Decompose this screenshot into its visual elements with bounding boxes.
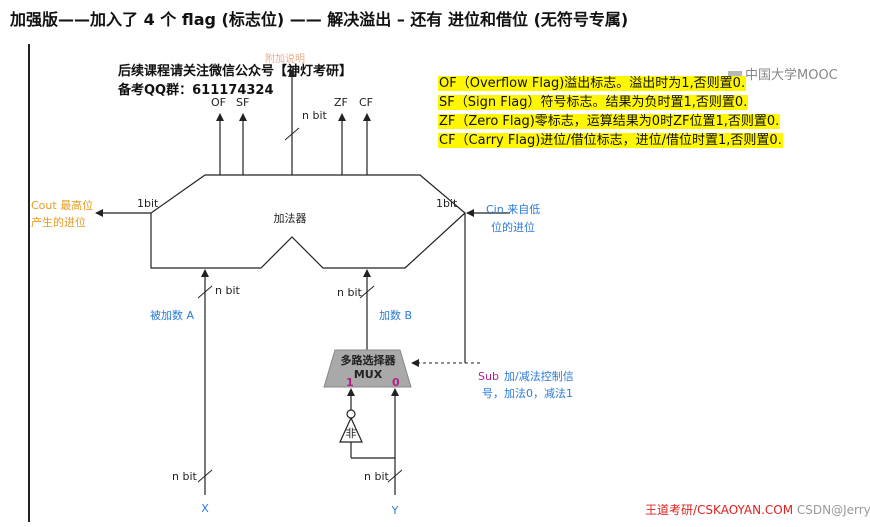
input-y-bus-slash (387, 469, 403, 483)
not-gate-label: 非 (346, 427, 357, 440)
left-divider (28, 44, 30, 522)
mux-label-line2: MUX (354, 368, 383, 381)
cout-label-line1: Cout 最高位 (31, 198, 93, 212)
promo-ghost-text: 附加说明 (265, 54, 305, 65)
input-b-bus-slash (359, 285, 375, 299)
cin-bitwidth-label: 1bit (436, 197, 458, 210)
of-label: OF (211, 96, 226, 109)
footer-watermark: 王道考研/CSKAOYAN.COM CSDN@Jerry (645, 501, 870, 518)
input-a-label: 被加数 A (150, 309, 194, 322)
cout-label-line2: 产生的进位 (31, 215, 86, 229)
mux-input-1-label: 1 (346, 376, 354, 389)
footer-text: 王道考研/CSKAOYAN.COM (645, 503, 794, 517)
mux-input-0-label: 0 (392, 376, 400, 389)
input-y-bitwidth-label: n bit (364, 470, 390, 483)
mooc-logo-icon (728, 70, 742, 81)
cin-label-line2: 位的进位 (491, 220, 535, 234)
mooc-watermark: 中国大学MOOC (728, 64, 838, 83)
input-a-bus-slash (197, 285, 213, 299)
input-x-bus-slash (197, 469, 213, 483)
flag-note-sf: SF（Sign Flag）符号标志。结果为负时置1,否则置0. (438, 95, 749, 110)
cin-label-line1: Cin 来自低 (486, 203, 540, 216)
sub-desc-line2: 号，加法0，减法1 (482, 386, 573, 400)
cout-bitwidth-label: 1bit (137, 197, 159, 210)
zf-label: ZF (334, 96, 348, 109)
input-x-bitwidth-label: n bit (172, 470, 198, 483)
flag-note-zf: ZF（Zero Flag)零标志，运算结果为0时ZF位置1,否则置0. (438, 114, 781, 129)
not-gate (339, 416, 363, 443)
flag-notes: OF（Overflow Flag)溢出标志。溢出时为1,否则置0. SF（Sig… (438, 74, 783, 150)
flag-note-of: OF（Overflow Flag)溢出标志。溢出时为1,否则置0. (438, 76, 747, 91)
sub-desc-line1: 加/减法控制信 (504, 369, 574, 383)
input-b-bitwidth-label: n bit (337, 286, 363, 299)
promo-line-qq: 备考QQ群：611174324 (118, 83, 274, 98)
footer-ghost-text: CSDN@Jerry (796, 503, 870, 517)
mux-block (323, 349, 412, 388)
sum-bitwidth-label: n bit (302, 109, 328, 122)
sub-label: Sub (478, 370, 499, 383)
input-b-label: 加数 B (379, 309, 412, 322)
mux-label-line1: 多路选择器 (341, 353, 397, 367)
input-y-label: Y (391, 504, 399, 517)
input-a-bitwidth-label: n bit (215, 284, 241, 297)
sf-label: SF (236, 96, 249, 109)
flag-note-cf: CF（Carry Flag)进位/借位标志，进位/借位时置1,否则置0. (438, 133, 783, 148)
cf-label: CF (359, 96, 373, 109)
sum-bus-slash (284, 127, 300, 141)
input-x-label: X (201, 502, 209, 515)
page-title: 加强版——加入了 4 个 flag (标志位) —— 解决溢出 – 还有 进位和… (10, 10, 629, 29)
adder-label: 加法器 (274, 211, 307, 225)
not-gate-bubble (346, 409, 356, 419)
mooc-watermark-text: 中国大学MOOC (745, 68, 838, 83)
adder-block (150, 174, 466, 269)
